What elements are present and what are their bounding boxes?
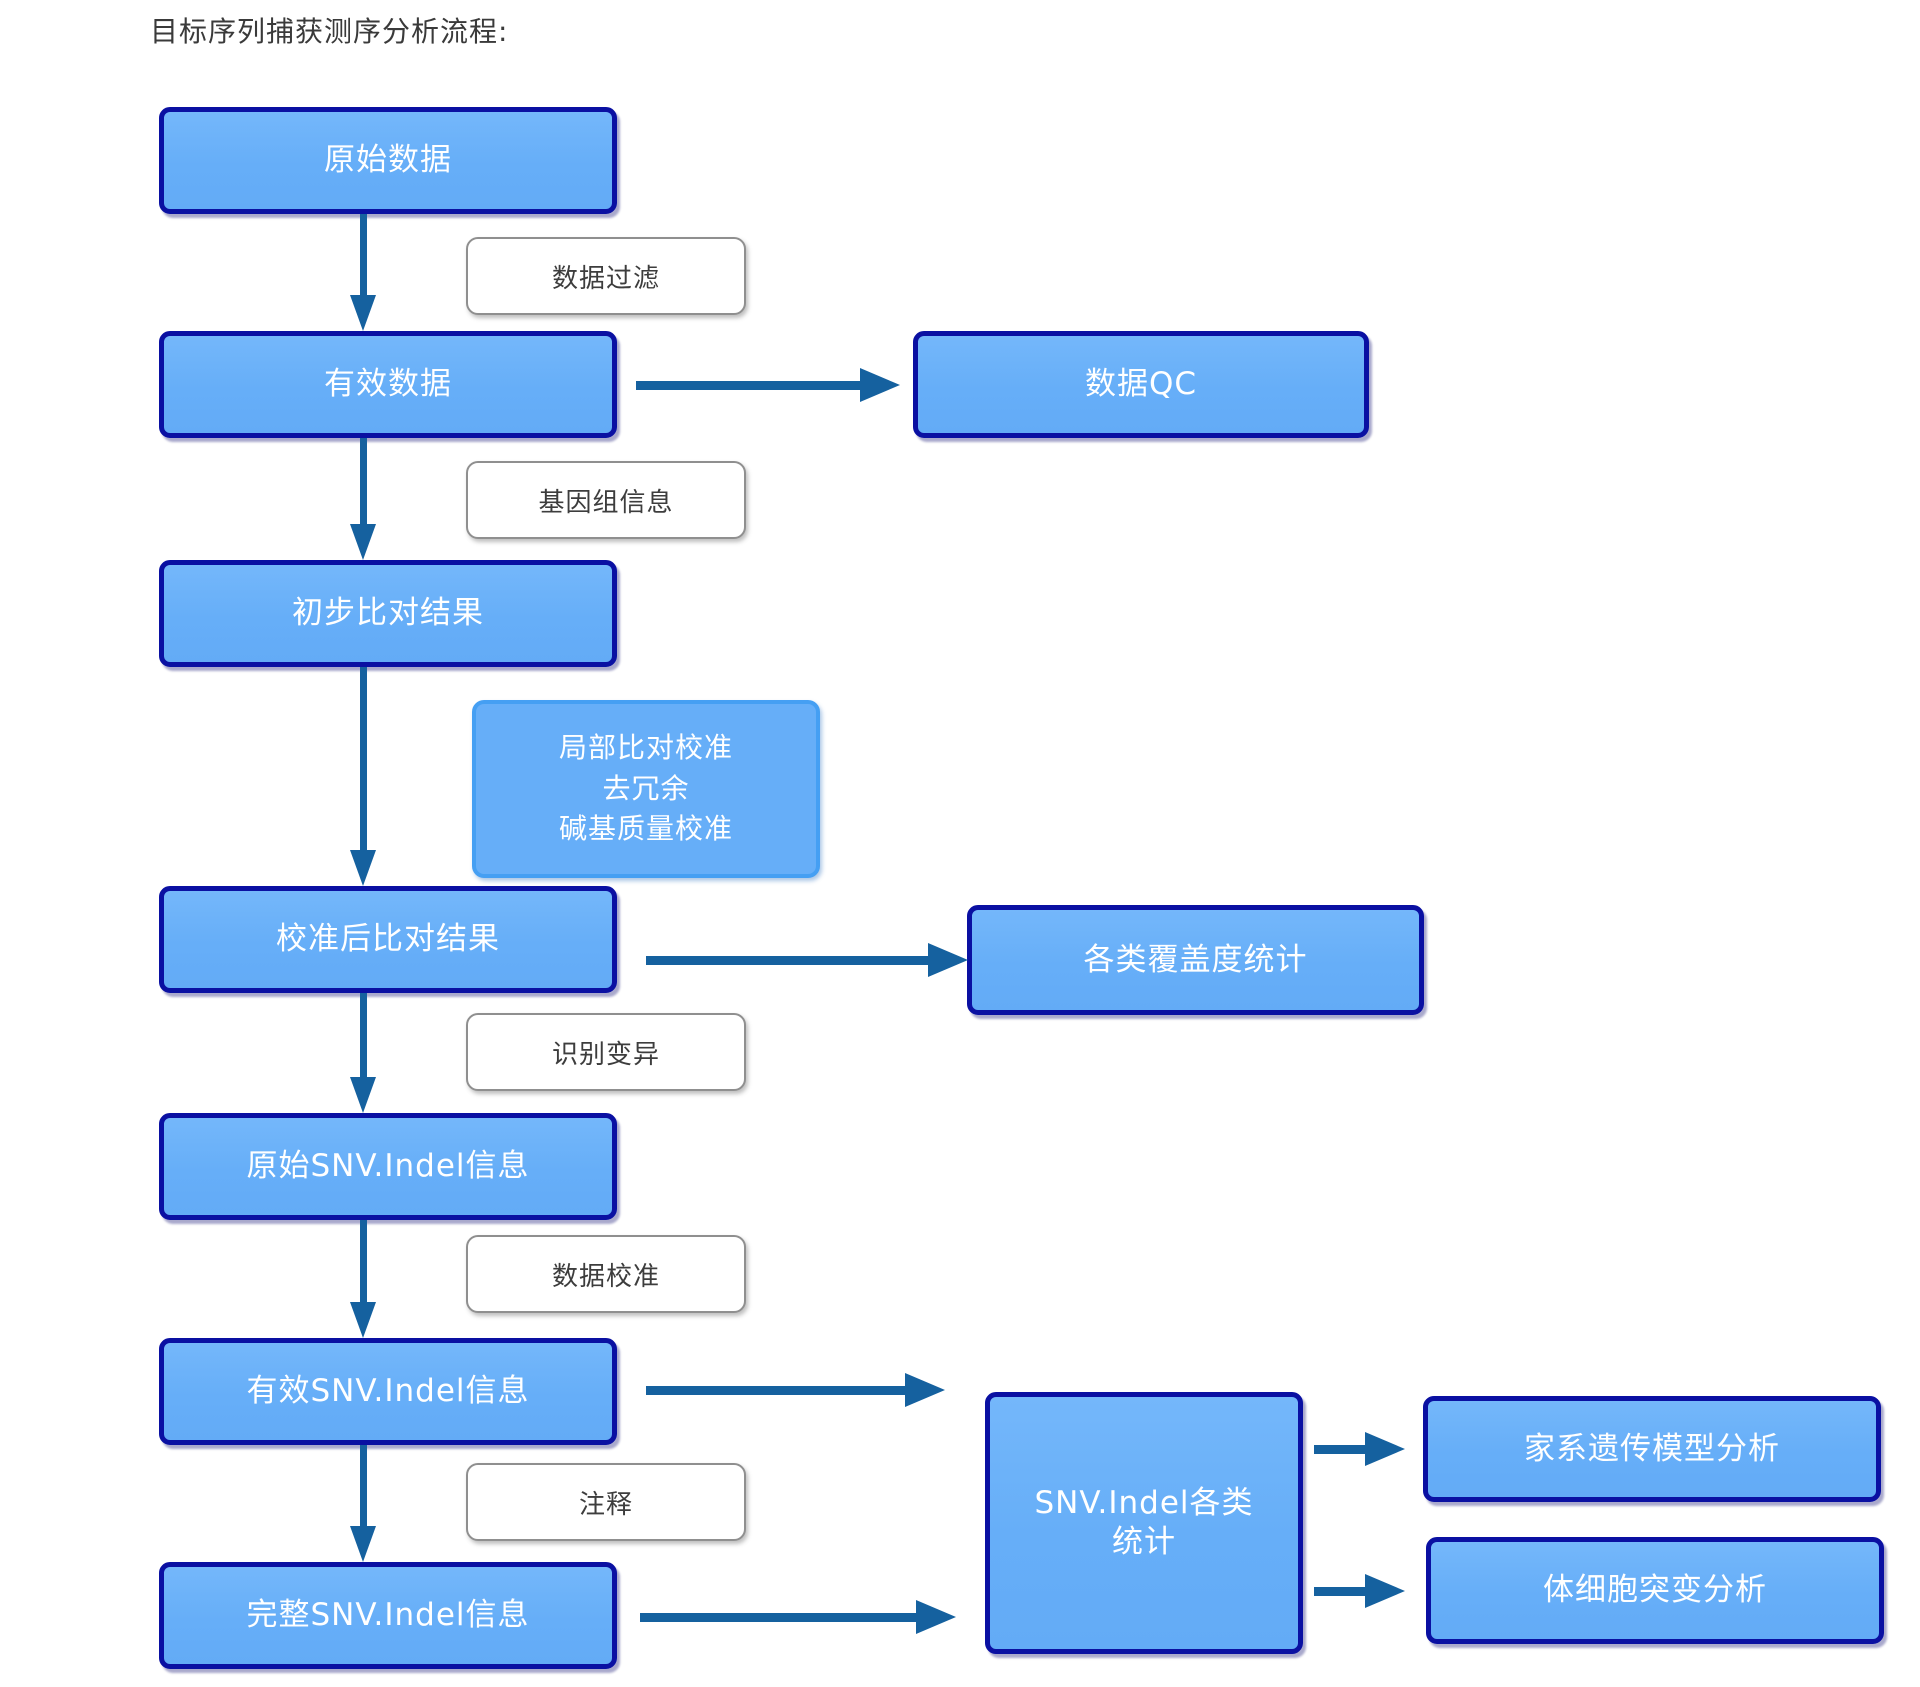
node-somatic-mutation-analysis: 体细胞突变分析 [1426, 1537, 1884, 1644]
arrow-shaft [360, 993, 367, 1077]
arrow-shaft [360, 438, 367, 524]
arrow-head [860, 368, 900, 402]
arrow-shaft [636, 381, 860, 390]
label-annotation: 注释 [466, 1463, 746, 1541]
label-variant-calling: 识别变异 [466, 1013, 746, 1091]
arrow-shaft [360, 1445, 367, 1526]
arrow-shaft [360, 1220, 367, 1302]
arrow-head [1365, 1432, 1405, 1466]
arrow-head [350, 1526, 376, 1562]
node-family-model-analysis: 家系遗传模型分析 [1423, 1396, 1881, 1502]
node-raw-snv-indel: 原始SNV.Indel信息 [159, 1113, 617, 1220]
node-coverage-stats: 各类覆盖度统计 [967, 905, 1424, 1015]
label-data-filter: 数据过滤 [466, 237, 746, 315]
label-genome-info: 基因组信息 [466, 461, 746, 539]
node-valid-data: 有效数据 [159, 331, 617, 438]
node-data-qc: 数据QC [913, 331, 1369, 438]
node-raw-data: 原始数据 [159, 107, 617, 214]
arrow-shaft [360, 214, 367, 295]
arrow-shaft [1314, 1587, 1365, 1596]
label-realign-steps: 局部比对校准 去冗余 碱基质量校准 [472, 700, 820, 878]
arrow-shaft [646, 1386, 905, 1395]
arrow-shaft [360, 667, 367, 850]
arrow-head [350, 850, 376, 886]
node-prelim-align: 初步比对结果 [159, 560, 617, 667]
arrow-head [350, 1077, 376, 1113]
arrow-head [916, 1600, 956, 1634]
arrow-head [350, 295, 376, 331]
arrow-head [350, 1302, 376, 1338]
node-valid-snv-indel: 有效SNV.Indel信息 [159, 1338, 617, 1445]
arrow-shaft [1314, 1445, 1365, 1454]
arrow-head [1365, 1574, 1405, 1608]
node-snv-indel-stats: SNV.Indel各类统计 [985, 1392, 1303, 1654]
arrow-head [905, 1373, 945, 1407]
arrow-head [350, 524, 376, 560]
node-complete-snv-indel: 完整SNV.Indel信息 [159, 1562, 617, 1669]
arrow-shaft [646, 956, 928, 965]
arrow-shaft [640, 1613, 916, 1622]
node-calibrated-align: 校准后比对结果 [159, 886, 617, 993]
arrow-head [928, 943, 968, 977]
label-data-recalibration: 数据校准 [466, 1235, 746, 1313]
page-title: 目标序列捕获测序分析流程: [150, 15, 509, 48]
